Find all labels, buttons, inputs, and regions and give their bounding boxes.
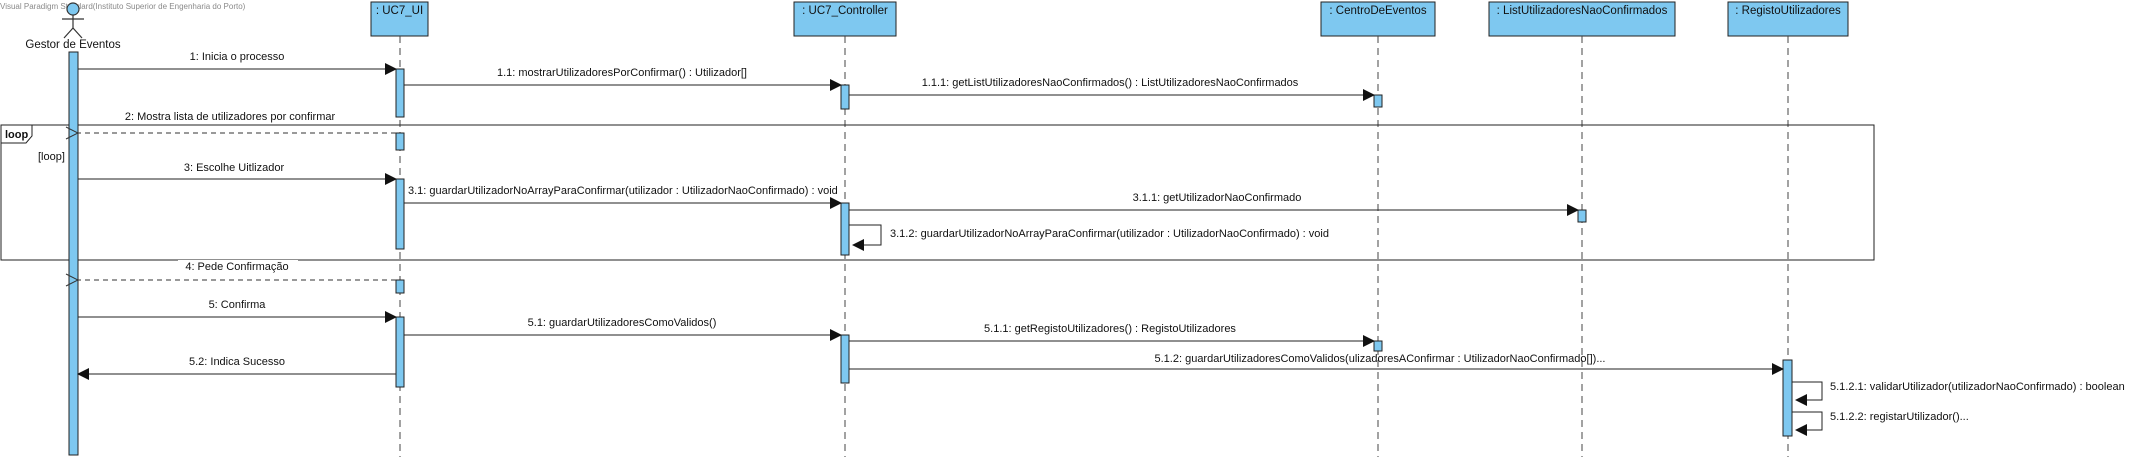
message-m5-1[interactable]: 5.1: guardarUtilizadoresComoValidos() <box>404 317 842 341</box>
watermark: Visual Paradigm Standard(Instituto Super… <box>0 2 246 11</box>
message-m5-1-1[interactable]: 5.1.1: getRegistoUtilizadores() : Regist… <box>849 323 1375 347</box>
actor-gestor-de-eventos[interactable]: Gestor de Eventos <box>25 2 121 51</box>
activation-ui-3 <box>395 178 405 250</box>
message-m4[interactable]: 4: Pede Confirmação <box>78 260 396 280</box>
message-m5-2[interactable]: 5.2: Indica Sucesso <box>77 356 396 380</box>
lifeline-header-registo-utilizadores[interactable]: : RegistoUtilizadores <box>1727 1 1849 37</box>
message-m5-1-2-2[interactable]: 5.1.2.2: registarUtilizador()... <box>1792 411 1969 436</box>
message-label: 5.1: guardarUtilizadoresComoValidos() <box>528 317 717 329</box>
message-label: 1.1: mostrarUtilizadoresPorConfirmar() :… <box>497 67 747 79</box>
loop-guard: [loop] <box>38 151 65 163</box>
message-label: 2: Mostra lista de utilizadores por conf… <box>125 111 336 123</box>
message-label: 5.1.2.1: validarUtilizador(utilizadorNao… <box>1830 381 2125 393</box>
message-label: 1: Inicia o processo <box>190 51 285 63</box>
activation-ctrl-1 <box>840 84 850 110</box>
message-m5[interactable]: 5: Confirma <box>78 299 397 323</box>
activation-cde-2 <box>1373 340 1383 352</box>
actor-label: Gestor de Eventos <box>25 39 120 51</box>
message-label: 5.2: Indica Sucesso <box>189 356 285 368</box>
message-m3-1-2[interactable]: 3.1.2: guardarUtilizadorNoArrayParaConfi… <box>849 224 1329 251</box>
message-m1-1-1[interactable]: 1.1.1: getListUtilizadoresNaoConfirmados… <box>849 77 1375 101</box>
lifeline-header-centro-de-eventos[interactable]: : CentroDeEventos <box>1320 1 1436 37</box>
activation-ctrl-3 <box>840 334 850 384</box>
lifeline-label: : ListUtilizadoresNaoConfirmados <box>1497 5 1668 17</box>
activation-reg-1 <box>1782 359 1793 437</box>
lifeline-label: : RegistoUtilizadores <box>1735 5 1841 17</box>
activation-ui-4 <box>395 279 405 294</box>
lifeline-label: : UC7_Controller <box>802 5 888 17</box>
message-label: 5.1.1: getRegistoUtilizadores() : Regist… <box>984 323 1236 335</box>
message-m1-1[interactable]: 1.1: mostrarUtilizadoresPorConfirmar() :… <box>404 67 842 91</box>
message-m3-1[interactable]: 3.1: guardarUtilizadorNoArrayParaConfirm… <box>404 185 842 209</box>
stick-figure-icon <box>62 2 84 39</box>
activation-lunc-1 <box>1577 209 1587 223</box>
message-m5-1-2[interactable]: 5.1.2: guardarUtilizadoresComoValidos(ul… <box>849 353 1784 375</box>
message-label: 3.1: guardarUtilizadorNoArrayParaConfirm… <box>408 185 838 197</box>
message-label: 3.1.1: getUtilizadorNaoConfirmado <box>1133 192 1302 204</box>
activation-actor <box>68 51 79 456</box>
lifeline-label: : CentroDeEventos <box>1329 5 1426 17</box>
message-label: 5.1.2: guardarUtilizadoresComoValidos(ul… <box>1155 353 1606 365</box>
message-label: 5: Confirma <box>209 299 267 311</box>
message-m2[interactable]: 2: Mostra lista de utilizadores por conf… <box>78 109 396 133</box>
lifeline-label: : UC7_UI <box>376 5 423 17</box>
message-m1[interactable]: 1: Inicia o processo <box>78 51 397 75</box>
activation-cde-1 <box>1373 94 1383 108</box>
message-m3[interactable]: 3: Escolhe Uitlizador <box>78 162 397 185</box>
message-label: 5.1.2.2: registarUtilizador()... <box>1830 411 1969 423</box>
activation-ui-2 <box>395 132 405 151</box>
message-label: 3: Escolhe Uitlizador <box>184 162 285 174</box>
activation-ui-1 <box>395 68 405 118</box>
message-label: 4: Pede Confirmação <box>185 261 288 273</box>
loop-title: loop <box>5 129 28 141</box>
activation-ui-5 <box>395 316 405 388</box>
lifeline-header-ui[interactable]: : UC7_UI <box>370 1 429 37</box>
message-label: 1.1.1: getListUtilizadoresNaoConfirmados… <box>922 77 1299 89</box>
message-label: 3.1.2: guardarUtilizadorNoArrayParaConfi… <box>890 228 1329 240</box>
lifeline-header-controller[interactable]: : UC7_Controller <box>793 1 897 37</box>
activation-ctrl-2 <box>840 202 850 256</box>
message-m5-1-2-1[interactable]: 5.1.2.1: validarUtilizador(utilizadorNao… <box>1792 381 2125 406</box>
message-m3-1-1[interactable]: 3.1.1: getUtilizadorNaoConfirmado <box>849 192 1579 216</box>
loop-fragment[interactable]: loop [loop] <box>0 124 1875 261</box>
lifeline-header-list-utilizadores-nao-confirmados[interactable]: : ListUtilizadoresNaoConfirmados <box>1488 1 1676 37</box>
